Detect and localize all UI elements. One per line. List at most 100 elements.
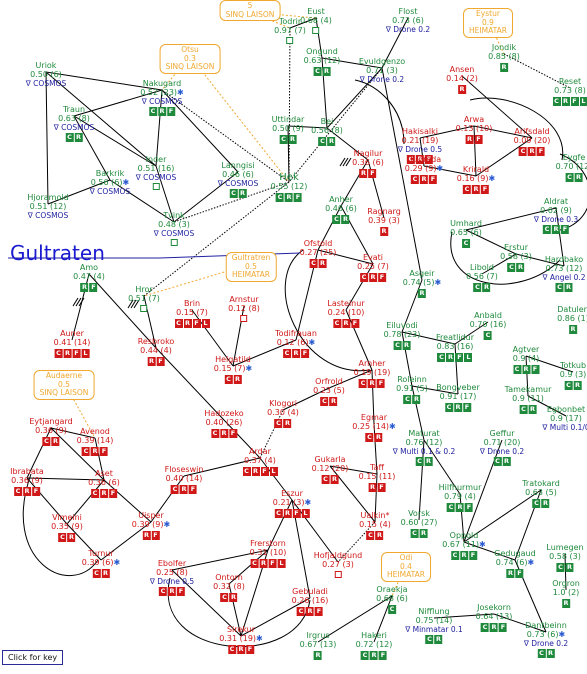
- key-button[interactable]: Click for key: [2, 650, 64, 665]
